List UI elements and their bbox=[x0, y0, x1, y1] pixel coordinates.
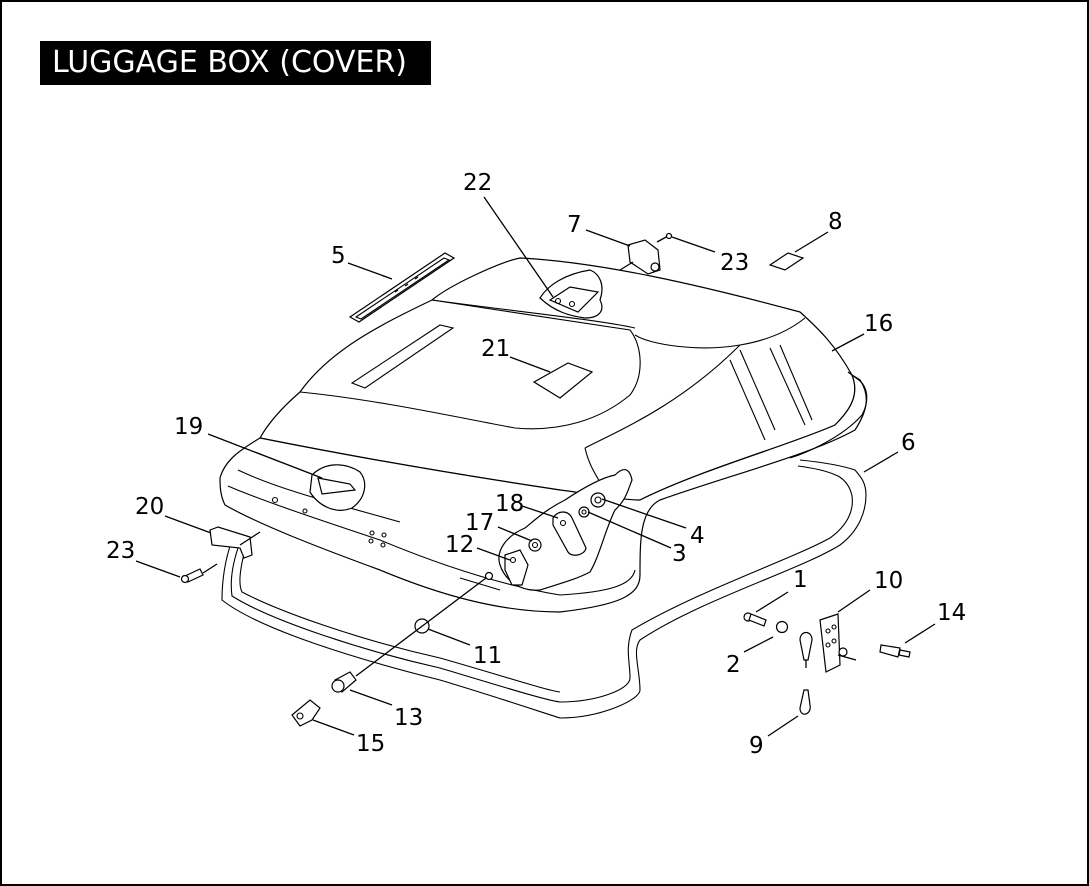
part-13-lock-cylinder bbox=[331, 571, 494, 693]
part-23-screw-left bbox=[180, 563, 218, 584]
part-9-strap-link bbox=[799, 631, 813, 715]
callout-7: 7 bbox=[567, 212, 582, 238]
callout-13: 13 bbox=[394, 705, 423, 731]
callout-12: 12 bbox=[445, 532, 474, 558]
part-10-hinge-bracket bbox=[819, 613, 857, 673]
callout-18: 18 bbox=[495, 491, 524, 517]
callout-10: 10 bbox=[874, 568, 903, 594]
part-1-screw bbox=[743, 612, 767, 627]
callout-11: 11 bbox=[473, 643, 502, 669]
callout-3: 3 bbox=[672, 541, 687, 567]
callout-21: 21 bbox=[481, 336, 510, 362]
lock-assembly bbox=[498, 468, 633, 591]
callout-6: 6 bbox=[901, 430, 916, 456]
diagram-title: LUGGAGE BOX (COVER) bbox=[40, 41, 431, 85]
part-7-hinge-bracket bbox=[619, 239, 661, 275]
callout-1: 1 bbox=[793, 567, 808, 593]
leader-lines bbox=[135, 196, 936, 737]
callout-numbers: 22 7 23 8 5 16 21 19 6 18 17 12 4 3 20 2… bbox=[106, 170, 966, 759]
callout-20: 20 bbox=[135, 494, 164, 520]
callout-14: 14 bbox=[937, 600, 966, 626]
part-15-key bbox=[291, 699, 321, 727]
part-20-bracket bbox=[209, 526, 261, 559]
part-14-pin bbox=[879, 644, 911, 658]
callout-23-top: 23 bbox=[720, 250, 749, 276]
part-23-screw-top bbox=[656, 232, 673, 243]
callout-16: 16 bbox=[864, 311, 893, 337]
callout-19: 19 bbox=[174, 414, 203, 440]
callout-4: 4 bbox=[690, 523, 705, 549]
part-5-emblem-strip bbox=[348, 252, 456, 323]
callout-9: 9 bbox=[749, 733, 764, 759]
callout-17: 17 bbox=[465, 510, 494, 536]
callout-2: 2 bbox=[726, 652, 741, 678]
part-8-pad bbox=[768, 252, 805, 271]
part-19-latch bbox=[309, 464, 366, 511]
callout-5: 5 bbox=[331, 243, 346, 269]
part-22-hinge-plate bbox=[539, 269, 603, 319]
callout-8: 8 bbox=[828, 209, 843, 235]
callout-23-left: 23 bbox=[106, 538, 135, 564]
part-2-washer bbox=[775, 620, 789, 634]
part-21-pad bbox=[532, 362, 594, 399]
callout-22: 22 bbox=[463, 170, 492, 196]
base-gasket-frame bbox=[221, 371, 868, 719]
callout-15: 15 bbox=[356, 731, 385, 757]
